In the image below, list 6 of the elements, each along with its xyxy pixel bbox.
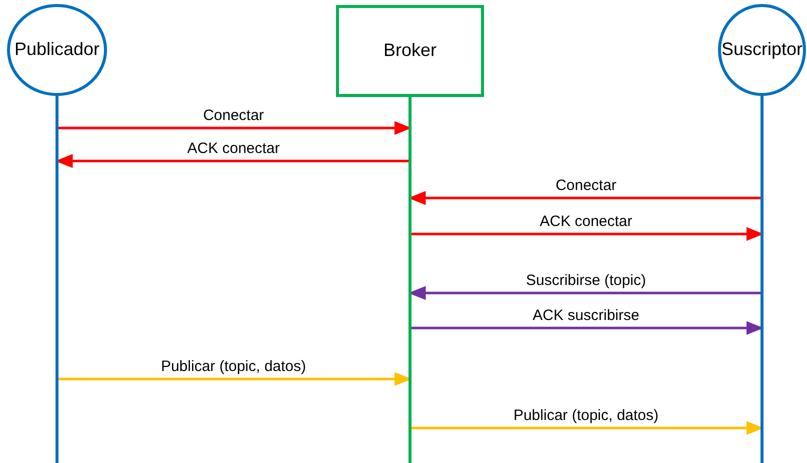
participant-name: Broker	[383, 40, 436, 61]
participant-circle-lifeline	[7, 4, 107, 463]
participant-box-lifeline	[336, 5, 484, 463]
participant-circle-lifeline	[718, 4, 806, 463]
participant-name: Publicador	[14, 39, 100, 60]
participant-name: Suscriptor	[721, 39, 803, 60]
